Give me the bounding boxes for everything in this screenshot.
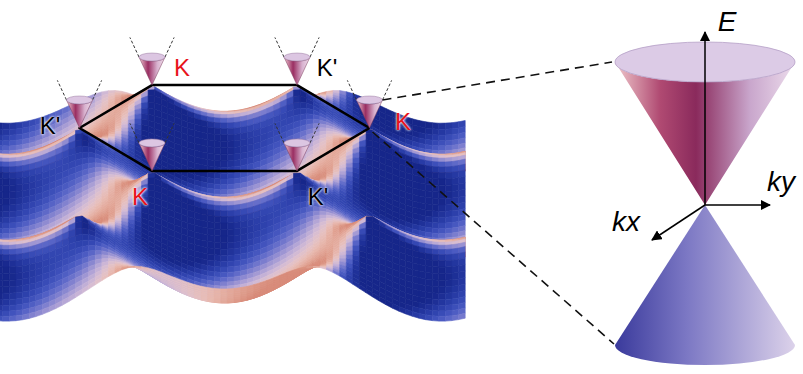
figure-stage: KK'K'KKK'Ekykx xyxy=(0,0,803,374)
